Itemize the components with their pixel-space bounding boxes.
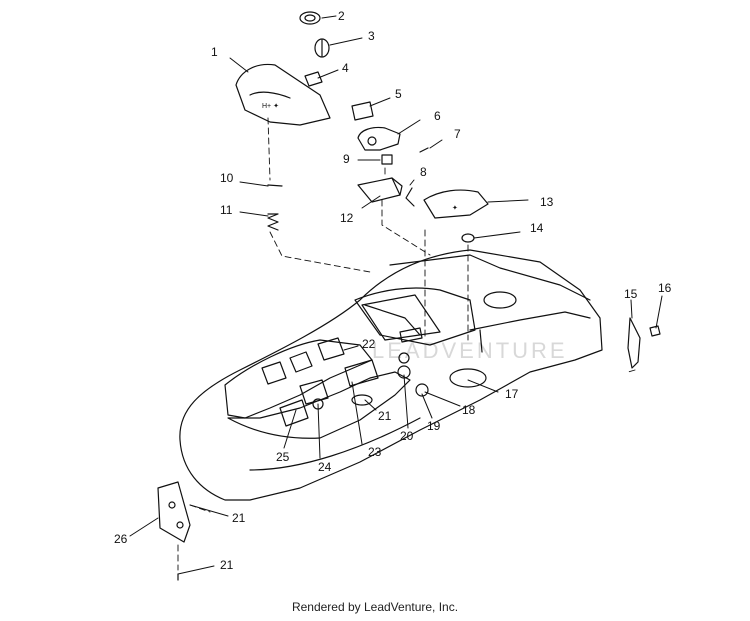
callout-15: 15	[624, 287, 638, 301]
callout-20: 20	[400, 429, 414, 443]
callout-26: 26	[114, 532, 128, 546]
callout-11: 11	[220, 203, 233, 217]
callout-24: 24	[318, 460, 332, 474]
part-4-block	[304, 71, 323, 87]
callout-21-lower: 21	[220, 558, 234, 572]
part-14-grommet	[461, 233, 475, 243]
callout-25: 25	[276, 450, 290, 464]
svg-text:✦: ✦	[452, 204, 458, 212]
part-9-nut	[381, 154, 393, 165]
callout-14: 14	[530, 221, 544, 235]
part-16-cap	[649, 325, 661, 337]
part-11-spring	[267, 213, 279, 231]
svg-text:H+ ✦: H+ ✦	[262, 102, 279, 110]
callout-3: 3	[368, 29, 375, 43]
leader-lines	[129, 15, 663, 575]
callout-8: 8	[420, 165, 427, 179]
callout-19: 19	[427, 419, 441, 433]
callout-12: 12	[340, 211, 354, 225]
callout-9: 9	[343, 152, 350, 166]
footer-credit: Rendered by LeadVenture, Inc.	[291, 600, 459, 614]
callout-23: 23	[368, 445, 382, 459]
callout-10: 10	[220, 171, 234, 185]
part-5-plate	[351, 101, 374, 121]
callout-21-upper: 21	[378, 409, 392, 423]
part-12-bracket	[357, 177, 403, 203]
callout-1: 1	[211, 45, 218, 59]
part-2-cap	[299, 11, 321, 25]
part-7-screw	[419, 147, 429, 153]
part-6-bracket	[357, 126, 401, 151]
hood-body	[179, 249, 603, 501]
callout-6: 6	[434, 109, 441, 123]
part-10-tab	[267, 184, 283, 187]
callout-22: 22	[362, 337, 376, 351]
windshield: H+ ✦	[235, 63, 331, 126]
callout-21-mid: 21	[232, 511, 246, 525]
part-3-socket	[314, 38, 330, 58]
callout-5: 5	[395, 87, 402, 101]
callout-18: 18	[462, 403, 476, 417]
callout-labels: 1 2 3 4 5 6 7 9 8 10 11 12 13 14 15 16 1…	[114, 9, 672, 572]
part-13-panel: ✦	[423, 189, 489, 219]
callout-13: 13	[540, 195, 554, 209]
part-8-clip	[405, 187, 415, 207]
callout-4: 4	[342, 61, 349, 75]
callout-2: 2	[338, 9, 345, 23]
part-26-bracket	[157, 481, 191, 543]
callout-17: 17	[505, 387, 519, 401]
part-15-latch	[627, 317, 641, 369]
callout-7: 7	[454, 127, 461, 141]
callout-16: 16	[658, 281, 672, 295]
